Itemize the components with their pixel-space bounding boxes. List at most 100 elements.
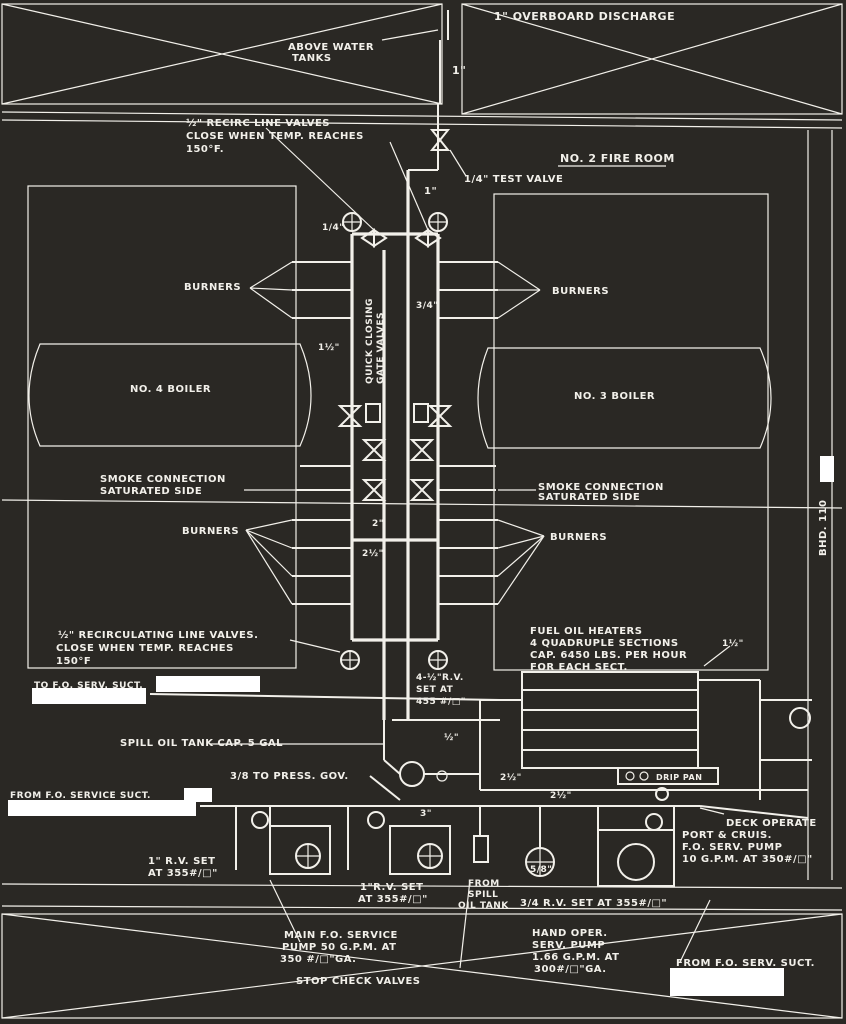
bulkhead-label: BHD. 110 bbox=[818, 500, 829, 556]
header-plugs bbox=[340, 212, 448, 670]
above-water-tanks-label-2: TANKS bbox=[292, 53, 332, 64]
recirc-valves-label-3: 150°F. bbox=[186, 144, 224, 155]
overboard-discharge-label: 1" OVERBOARD DISCHARGE bbox=[494, 10, 675, 23]
heaters-label-3: CAP. 6450 LBS. PER HOUR bbox=[530, 650, 687, 661]
hand-pump-label: HAND OPER. bbox=[532, 928, 608, 939]
size-quarter-label: 1/4" bbox=[322, 223, 345, 233]
leader-lines bbox=[210, 29, 725, 963]
size-two-half-label: 2½" bbox=[362, 548, 384, 559]
size-two-half-c-label: 2½" bbox=[550, 790, 572, 801]
size-one-half-b-label: 1½" bbox=[722, 638, 744, 649]
rv-355-right-label: 3/4 R.V. SET AT 355#/□" bbox=[520, 898, 667, 909]
lower-tanks-frame bbox=[1, 883, 843, 1019]
pipe-size-1in-mid: 1" bbox=[424, 186, 437, 197]
burners-right-lower-label: BURNERS bbox=[550, 532, 607, 543]
recirc-valves-label: ½" RECIRC LINE VALVES bbox=[186, 118, 330, 129]
rv-455-label: 4-½"R.V. bbox=[416, 672, 464, 683]
size-three-label: 3" bbox=[420, 809, 432, 819]
main-pump-label-2: PUMP 50 G.P.M. AT bbox=[282, 942, 396, 953]
recirc-lower-label-2: CLOSE WHEN TEMP. REACHES bbox=[56, 643, 234, 654]
gate-valves bbox=[337, 129, 453, 501]
stop-check-valve-group bbox=[269, 806, 489, 969]
rv-355-mid-label-2: AT 355#/□" bbox=[358, 894, 428, 905]
bulkhead-lines bbox=[1, 130, 843, 880]
size-half-label: ½" bbox=[444, 732, 459, 743]
to-fo-serv-label: TO F.O. SERV. SUCT. bbox=[34, 681, 143, 691]
spill-tank-label: SPILL OIL TANK CAP. 5 GAL bbox=[120, 738, 283, 749]
port-pump-label-3: 10 G.P.M. AT 350#/□" bbox=[682, 854, 813, 865]
smoke-right-label-2: SATURATED SIDE bbox=[538, 492, 640, 503]
recirc-lower-label: ½" RECIRCULATING LINE VALVES. bbox=[58, 630, 258, 641]
heaters-label-2: 4 QUADRUPLE SECTIONS bbox=[530, 638, 679, 649]
above-water-tanks-label: ABOVE WATER bbox=[288, 42, 374, 53]
boiler-no3-outline bbox=[477, 193, 772, 671]
test-valve-label: 1/4" TEST VALVE bbox=[464, 174, 563, 185]
diagram-labels: 1" OVERBOARD DISCHARGE ABOVE WATER TANKS… bbox=[10, 10, 829, 987]
rv-355-mid-label: 1"R.V. SET bbox=[360, 882, 423, 893]
boiler-no4-label: NO. 4 BOILER bbox=[130, 384, 211, 395]
main-fo-service-pump-2 bbox=[347, 806, 451, 875]
above-water-tanks-frame bbox=[1, 3, 843, 129]
redaction-4 bbox=[8, 800, 196, 816]
hand-pump-label-4: 300#/□"GA. bbox=[534, 964, 607, 975]
main-fo-service-pump-1 bbox=[235, 806, 331, 875]
pipe-size-1in-top: 1" bbox=[452, 64, 466, 77]
size-three-quarter-label: 3/4" bbox=[416, 301, 439, 311]
from-fo-serv-bottom-label: FROM F.O. SERV. SUCT. bbox=[676, 958, 815, 969]
hand-pump-label-2: SERV. PUMP bbox=[532, 940, 605, 951]
redaction-5 bbox=[820, 456, 834, 482]
size-two-label: 2" bbox=[372, 519, 384, 529]
burners-left-upper-branches bbox=[249, 261, 352, 319]
redaction-3 bbox=[184, 788, 212, 802]
size-five-eighth-label: 5/8" bbox=[530, 865, 553, 875]
burners-right-upper-branches bbox=[438, 261, 541, 319]
port-cruising-pump bbox=[597, 806, 675, 887]
redaction-2 bbox=[32, 688, 146, 704]
smoke-left-label: SMOKE CONNECTION bbox=[100, 474, 226, 485]
from-spill-label: FROM bbox=[468, 879, 500, 889]
recirc-valves-label-2: CLOSE WHEN TEMP. REACHES bbox=[186, 131, 364, 142]
recirc-lower-label-3: 150°F bbox=[56, 656, 91, 667]
port-pump-label: PORT & CRUIS. bbox=[682, 830, 772, 841]
smoke-right-label: SMOKE CONNECTION bbox=[538, 482, 664, 493]
redaction-boxes bbox=[8, 456, 834, 996]
redaction-6 bbox=[670, 968, 784, 996]
rv-355-left-label: 1" R.V. SET bbox=[148, 856, 215, 867]
port-pump-label-2: F.O. SERV. PUMP bbox=[682, 842, 782, 853]
quick-closing-label: QUICK CLOSING bbox=[365, 298, 375, 384]
size-one-half-label: 1½" bbox=[318, 342, 340, 353]
burners-right-lower-branches bbox=[438, 519, 545, 605]
from-spill-label-2: SPILL bbox=[468, 890, 498, 900]
burners-left-lower-label: BURNERS bbox=[182, 526, 239, 537]
burners-right-upper-label: BURNERS bbox=[552, 286, 609, 297]
pump-discharge-lines bbox=[149, 693, 809, 819]
boiler-no4-outline bbox=[27, 185, 312, 669]
rv-355-left-label-2: AT 355#/□" bbox=[148, 868, 218, 879]
heaters-label-4: FOR EACH SECT. bbox=[530, 662, 628, 673]
pipe-size-labels: 1/4" 3/4" 1½" 2½" 2" ½" 3" 5/8" 2½" 2½" … bbox=[318, 223, 744, 875]
drip-pan bbox=[617, 767, 719, 801]
heaters-label: FUEL OIL HEATERS bbox=[530, 626, 642, 637]
deck-operate-label: DECK OPERATE bbox=[726, 818, 817, 829]
hand-operated-pump bbox=[525, 806, 555, 877]
burners-left-upper-label: BURNERS bbox=[184, 282, 241, 293]
smoke-left-label-2: SATURATED SIDE bbox=[100, 486, 202, 497]
main-pump-label: MAIN F.O. SERVICE bbox=[284, 930, 398, 941]
hand-pump-label-3: 1.66 G.P.M. AT bbox=[532, 952, 619, 963]
quick-closing-label-2: GATE VALVES bbox=[376, 312, 386, 384]
drip-pan-label: DRIP PAN bbox=[656, 773, 702, 782]
fuel-oil-heaters bbox=[479, 645, 812, 800]
boiler-no3-label: NO. 3 BOILER bbox=[574, 391, 655, 402]
burners-left-lower-branches bbox=[245, 519, 352, 605]
press-gov-label: 3/8 TO PRESS. GOV. bbox=[230, 771, 349, 782]
spill-oil-tank bbox=[383, 720, 480, 787]
main-pump-label-3: 350 #/□"GA. bbox=[280, 954, 356, 965]
size-two-half-b-label: 2½" bbox=[500, 772, 522, 783]
redaction-1 bbox=[156, 676, 260, 692]
from-fo-serv-label: FROM F.O. SERVICE SUCT. bbox=[10, 791, 151, 801]
smoke-connection-branches bbox=[296, 465, 496, 491]
rv-455-label-2: SET AT bbox=[416, 685, 454, 695]
rv-455-label-3: 455 #/□" bbox=[416, 697, 466, 707]
